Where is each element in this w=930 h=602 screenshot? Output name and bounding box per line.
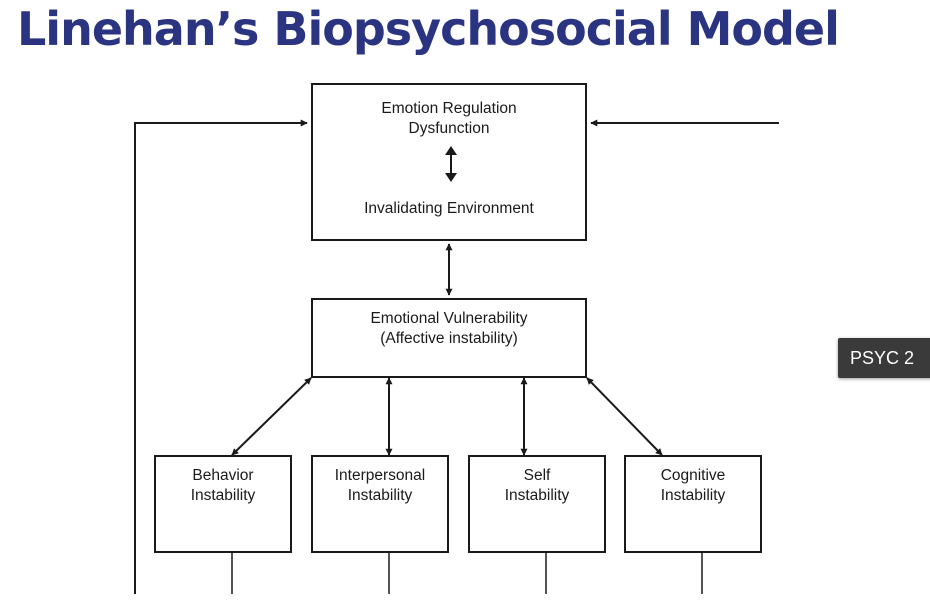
emotion-regulation-box: Emotion Regulation Dysfunction Invalidat… (311, 83, 587, 241)
self-label: Self (523, 467, 551, 484)
emotional-vulnerability-label: Emotional Vulnerability (370, 310, 528, 327)
cognitive-instability-label: Instability (660, 487, 726, 504)
self-instability-label: Instability (504, 487, 570, 504)
arrow-middle-to-cognitive (586, 377, 663, 456)
feedback-loop-left (134, 119, 308, 594)
bidirectional-arrow-icon (445, 146, 457, 182)
cognitive-label: Cognitive (660, 467, 726, 484)
affective-instability-label: (Affective instability) (380, 330, 518, 347)
interpersonal-instability-box: Interpersonal Instability (311, 455, 449, 553)
emotion-regulation-label: Emotion Regulation (381, 100, 517, 117)
emotional-vulnerability-box: Emotional Vulnerability (Affective insta… (311, 298, 587, 378)
course-tag[interactable]: PSYC 2 (838, 338, 930, 378)
self-instability-box: Self Instability (468, 455, 606, 553)
model-diagram: Emotion Regulation Dysfunction Invalidat… (131, 78, 781, 594)
behavior-label: Behavior (192, 467, 254, 484)
arrow-middle-to-behavior (231, 377, 312, 456)
behavior-instability-box: Behavior Instability (154, 455, 292, 553)
cognitive-instability-box: Cognitive Instability (624, 455, 762, 553)
dysfunction-label: Dysfunction (408, 120, 490, 137)
interpersonal-instability-label: Instability (347, 487, 413, 504)
diagram-connectors (134, 119, 779, 594)
interpersonal-label: Interpersonal (334, 467, 426, 484)
slide-title: Linehan’s Biopsychosocial Model (17, 2, 840, 56)
invalidating-environment-label: Invalidating Environment (364, 200, 534, 217)
behavior-instability-label: Instability (190, 487, 256, 504)
